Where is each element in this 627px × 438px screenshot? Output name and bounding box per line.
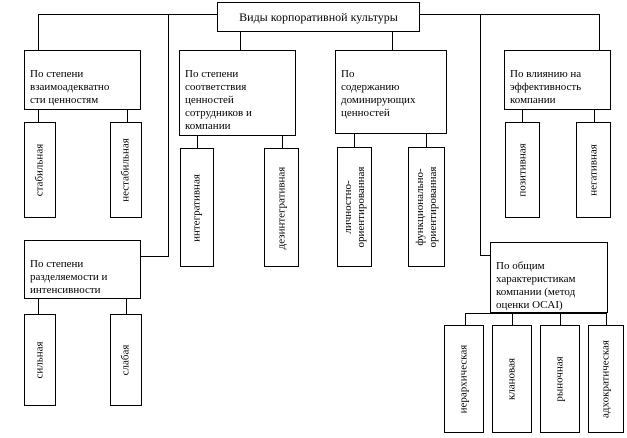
type-box: негативная: [576, 122, 611, 218]
type-label: слабая: [119, 344, 132, 376]
category-efficiency-label: По влиянию на эффективность компании: [510, 68, 582, 106]
type-box: дезинтегративная: [264, 148, 299, 267]
type-box: сильная: [24, 314, 56, 406]
type-label: рыночная: [553, 356, 566, 402]
type-label: функционально- ориентированная: [413, 166, 439, 248]
category-ocai-label: По общим характеристикам компании (метод…: [496, 260, 576, 311]
type-label: нестабильная: [119, 138, 132, 202]
type-label: личностно- ориентированная: [341, 166, 367, 248]
type-label: адхократическая: [599, 340, 612, 418]
type-label: негативная: [587, 144, 599, 196]
category-ocai: По общим характеристикам компании (метод…: [490, 242, 608, 313]
root-label: Виды корпоративной культуры: [239, 10, 398, 24]
type-box: иерархическая: [444, 325, 484, 433]
type-label: позитивная: [516, 143, 528, 197]
type-box: клановая: [492, 325, 532, 433]
category-content: По содержанию доминирующих ценностей: [335, 50, 447, 134]
root-box: Виды корпоративной культуры: [217, 2, 420, 32]
category-separability: По степени разделяемости и интенсивности: [24, 240, 141, 299]
type-label: дезинтегративная: [275, 166, 287, 249]
type-box: рыночная: [540, 325, 580, 433]
type-label: интегративная: [190, 173, 203, 242]
type-box: интегративная: [180, 148, 214, 267]
type-box: адхократическая: [588, 325, 624, 433]
category-adequacy: По степени взаимоадекватно сти ценностям: [24, 50, 141, 110]
category-adequacy-label: По степени взаимоадекватно сти ценностям: [30, 68, 110, 106]
type-label: клановая: [505, 357, 518, 401]
type-label: иерархическая: [457, 344, 470, 414]
category-separability-label: По степени разделяемости и интенсивности: [30, 258, 108, 296]
type-box: личностно- ориентированная: [337, 147, 372, 267]
category-content-label: По содержанию доминирующих ценностей: [341, 68, 416, 119]
category-efficiency: По влиянию на эффективность компании: [504, 50, 611, 110]
type-box: нестабильная: [110, 122, 142, 218]
category-correspondence: По степени соответствия ценностей сотруд…: [179, 50, 296, 136]
type-box: слабая: [110, 314, 142, 406]
type-label: сильная: [33, 341, 46, 379]
category-correspondence-label: По степени соответствия ценностей сотруд…: [185, 68, 252, 132]
type-label: стабильная: [33, 143, 46, 197]
type-box: стабильная: [24, 122, 56, 218]
type-box: функционально- ориентированная: [408, 147, 445, 267]
type-box: позитивная: [505, 122, 540, 218]
